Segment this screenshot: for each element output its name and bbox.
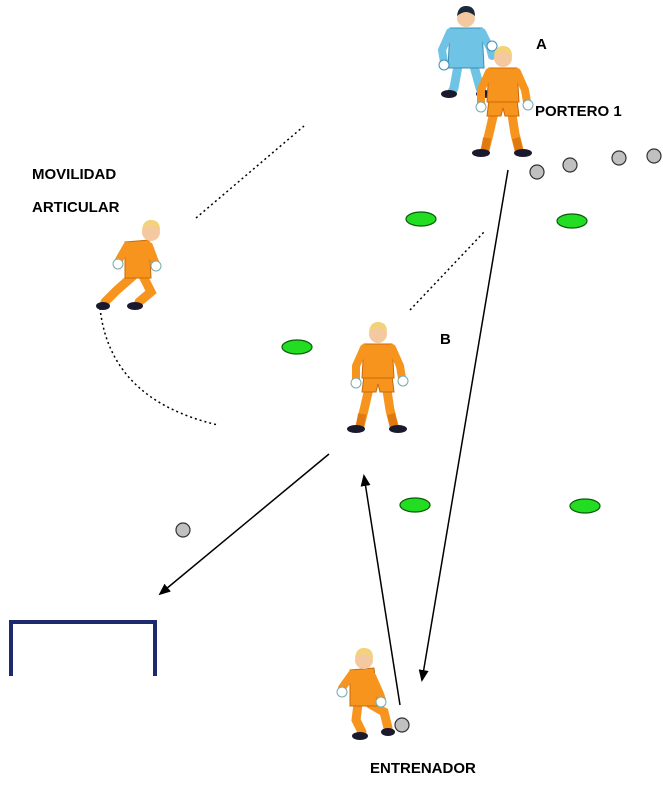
ball-coach — [394, 717, 410, 733]
cone-1 — [405, 211, 437, 227]
dotted-line-upper-left — [195, 125, 305, 219]
ball-3 — [611, 150, 627, 166]
label-portero-1: PORTERO 1 — [535, 103, 622, 120]
keeper-movilidad — [96, 220, 162, 310]
cone-2 — [556, 213, 588, 229]
cone-5 — [569, 498, 601, 514]
ball-4 — [646, 148, 662, 164]
cone-4 — [399, 497, 431, 513]
entrenador-player — [336, 648, 395, 740]
arrow-portero-to-entrenador — [418, 169, 509, 682]
ball-5 — [175, 522, 191, 538]
keeper-b — [347, 322, 408, 433]
label-movilidad: MOVILIDAD — [32, 166, 117, 183]
goal — [9, 620, 157, 676]
label-b: B — [440, 331, 451, 348]
label-articular: ARTICULAR — [32, 199, 120, 216]
label-a: A — [536, 36, 547, 53]
ball-2 — [562, 157, 578, 173]
label-entrenador: ENTRENADOR — [370, 760, 476, 777]
arrow-entrenador-to-b — [360, 474, 401, 706]
dotted-line-center — [409, 231, 485, 311]
cone-3 — [281, 339, 313, 355]
arrow-b-to-goal — [158, 453, 330, 596]
dotted-arc-left — [99, 307, 219, 426]
ball-1 — [529, 164, 545, 180]
